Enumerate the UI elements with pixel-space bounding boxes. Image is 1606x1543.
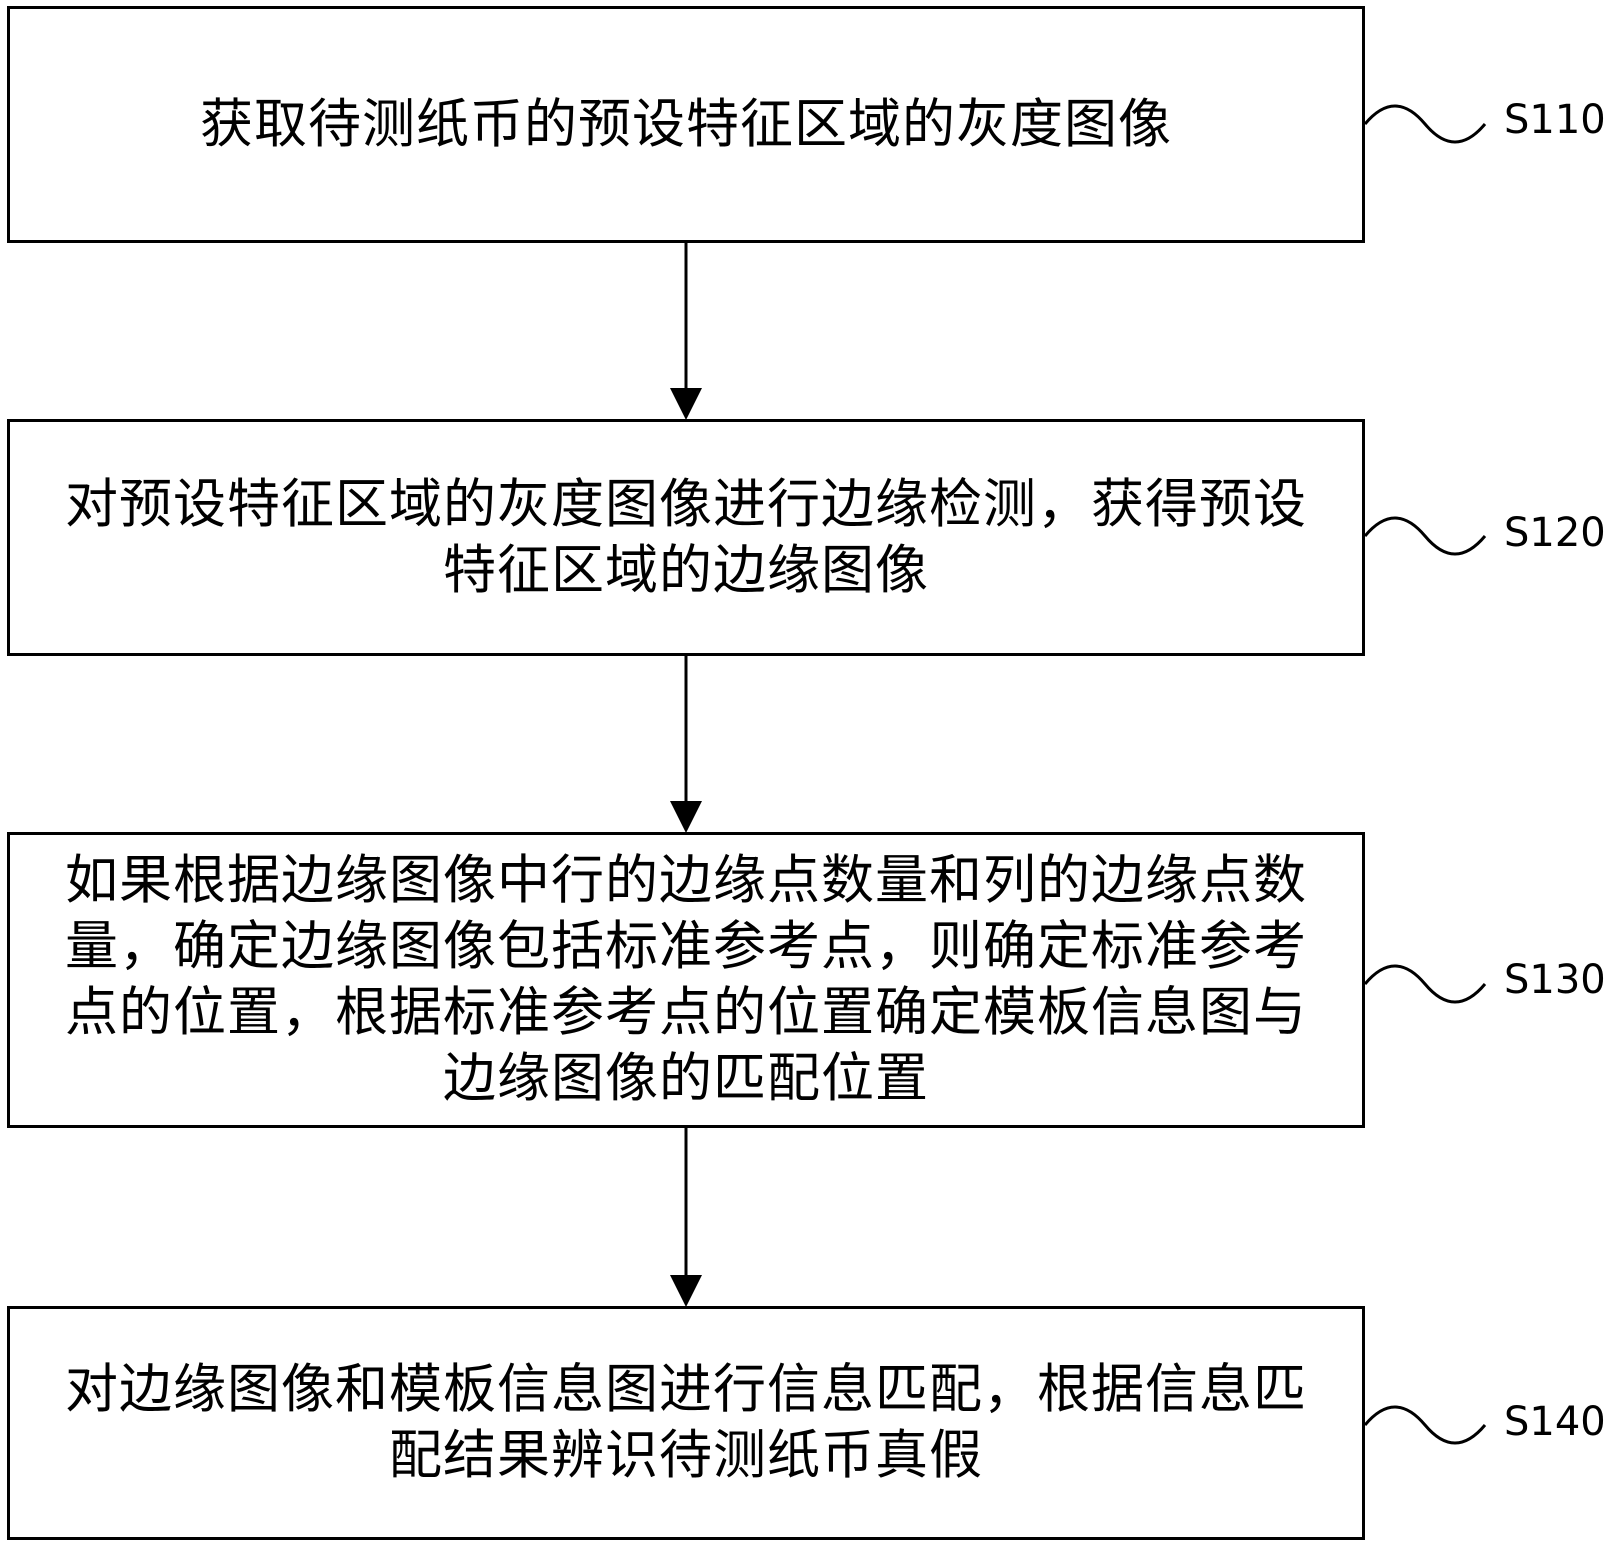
step-box-s140: 对边缘图像和模板信息图进行信息匹配，根据信息匹配结果辨识待测纸币真假: [7, 1306, 1365, 1540]
step-text-s120: 对预设特征区域的灰度图像进行边缘检测，获得预设特征区域的边缘图像: [65, 473, 1307, 601]
leader-squiggle-s120: [1363, 516, 1487, 556]
step-label-s140: S140: [1504, 1399, 1606, 1445]
step-box-s130: 如果根据边缘图像中行的边缘点数量和列的边缘点数量，确定边缘图像包括标准参考点，则…: [7, 832, 1365, 1128]
step-label-s120: S120: [1504, 510, 1606, 556]
step-label-s130: S130: [1504, 957, 1606, 1003]
step-text-s140: 对边缘图像和模板信息图进行信息匹配，根据信息匹配结果辨识待测纸币真假: [65, 1359, 1307, 1486]
step-box-s110: 获取待测纸币的预设特征区域的灰度图像: [7, 6, 1365, 243]
step-text-s130: 如果根据边缘图像中行的边缘点数量和列的边缘点数量，确定边缘图像包括标准参考点，则…: [65, 850, 1307, 1109]
arrow-s110-to-s120: [670, 243, 702, 420]
step-label-s110: S110: [1504, 97, 1606, 143]
step-box-s120: 对预设特征区域的灰度图像进行边缘检测，获得预设特征区域的边缘图像: [7, 419, 1365, 656]
arrow-s130-to-s140: [670, 1128, 702, 1307]
leader-squiggle-s130: [1363, 964, 1487, 1004]
leader-squiggle-s110: [1363, 104, 1487, 144]
arrow-s120-to-s130: [670, 656, 702, 833]
leader-squiggle-s140: [1363, 1405, 1487, 1445]
step-text-s110: 获取待测纸币的预设特征区域的灰度图像: [200, 93, 1172, 155]
